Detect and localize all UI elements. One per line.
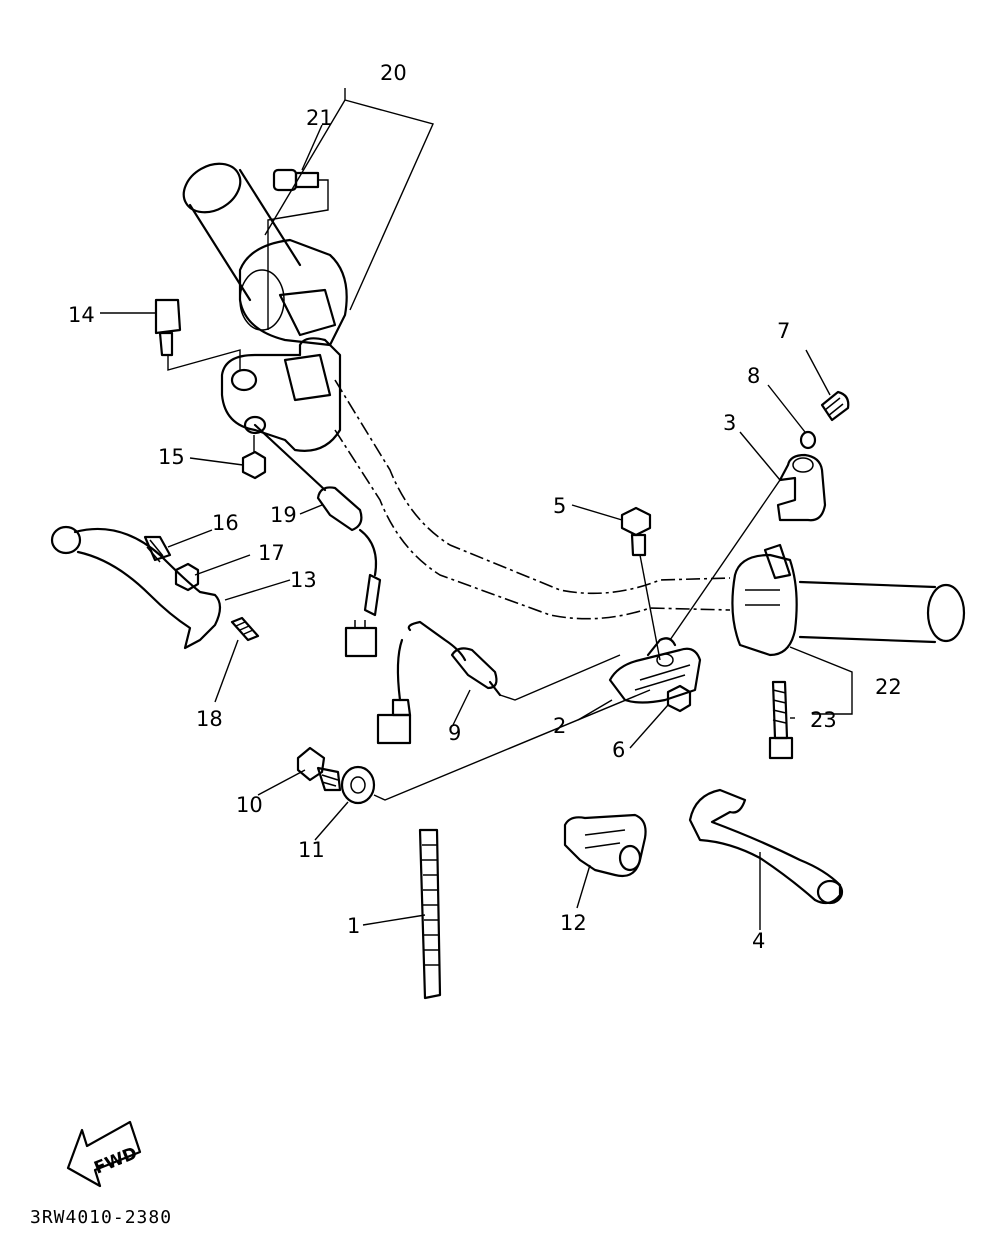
lever-13	[50, 525, 222, 650]
callout-15: 15	[158, 445, 185, 469]
lever-holder-12	[563, 813, 647, 878]
clamp-3	[669, 453, 827, 641]
callout-17: 17	[258, 541, 285, 565]
diagram-code: 3RW4010-2380	[30, 1207, 173, 1228]
right-grip	[798, 580, 966, 644]
callout-18: 18	[196, 707, 223, 731]
callout-10: 10	[236, 793, 263, 817]
fwd-label: FWD	[91, 1143, 140, 1178]
callout-8: 8	[747, 364, 760, 388]
screw-23	[768, 680, 794, 760]
switch-19	[253, 423, 382, 658]
callout-19: 19	[270, 503, 297, 527]
left-switch-20	[238, 238, 348, 347]
holder-2	[608, 637, 702, 704]
bolt-7	[820, 390, 850, 422]
bolt-10	[296, 746, 342, 792]
bolt-14	[154, 298, 241, 371]
handlebar	[334, 379, 731, 620]
callout-16: 16	[212, 511, 239, 535]
callout-6: 6	[612, 738, 625, 762]
switch-9	[376, 620, 621, 745]
callout-11: 11	[298, 838, 325, 862]
callout-13: 13	[290, 568, 317, 592]
callout-12: 12	[560, 911, 587, 935]
callout-22: 22	[875, 675, 902, 699]
callout-1: 1	[347, 914, 360, 938]
fwd-arrow-icon: FWD	[66, 1120, 142, 1188]
bolt-5	[620, 506, 661, 661]
washer-8	[799, 430, 817, 450]
bolt-16	[143, 535, 172, 563]
callout-2: 2	[553, 714, 566, 738]
washer-11	[340, 689, 651, 805]
callout-23: 23	[810, 708, 837, 732]
callout-9: 9	[448, 721, 461, 745]
callout-7: 7	[777, 319, 790, 343]
lever-holder	[220, 337, 342, 452]
cable-tie-1	[418, 828, 442, 1000]
lever-4	[688, 788, 844, 905]
callout-14: 14	[68, 303, 95, 327]
callout-20: 20	[380, 61, 407, 85]
callouts: 20 21 14 15 16 17 13 18 19 5 9 2 6 10 11…	[68, 61, 902, 953]
callout-5: 5	[553, 494, 566, 518]
callout-21: 21	[306, 106, 333, 130]
left-grip	[182, 162, 302, 302]
callout-4: 4	[752, 929, 765, 953]
right-switch-22	[731, 543, 798, 657]
nut-17	[174, 562, 200, 592]
leader-lines	[100, 88, 853, 930]
callout-3: 3	[723, 411, 736, 435]
screw-18	[230, 616, 260, 642]
nut-15	[241, 435, 267, 480]
